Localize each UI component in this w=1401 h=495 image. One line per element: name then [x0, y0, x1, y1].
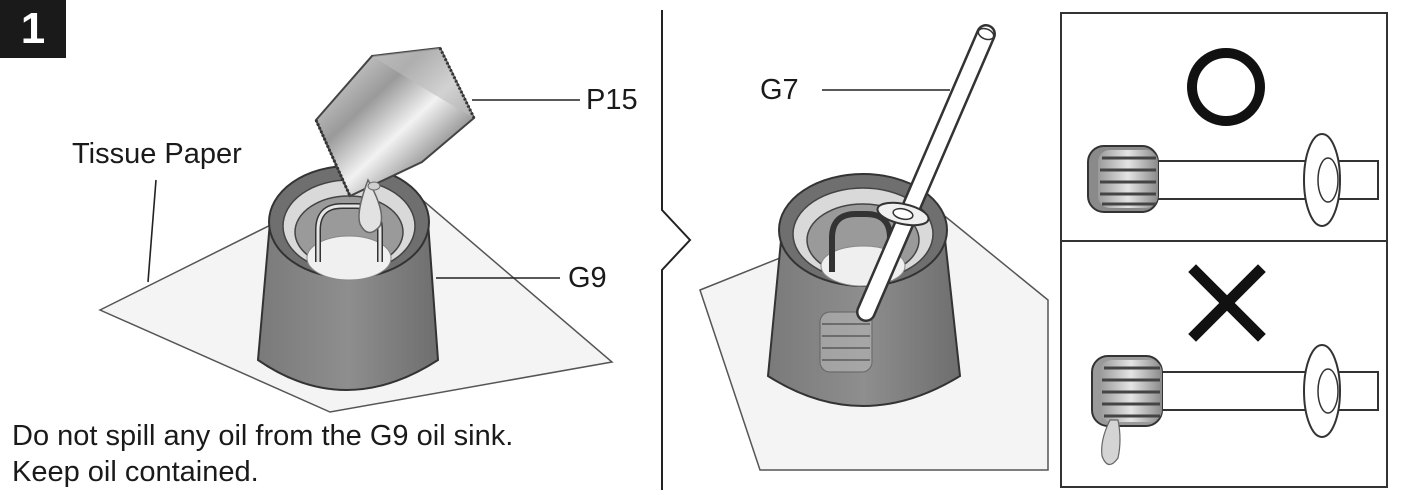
- cross-icon: ✕: [1186, 262, 1268, 344]
- label-p15: P15: [586, 84, 638, 117]
- label-g7: G7: [760, 74, 799, 107]
- caption-line-2: Keep oil contained.: [12, 454, 672, 490]
- check-circle-icon: O: [1181, 42, 1271, 132]
- oil-sink-icon-middle: [768, 174, 960, 406]
- caption-line-1: Do not spill any oil from the G9 oil sin…: [12, 418, 672, 454]
- label-tissue-paper: Tissue Paper: [72, 138, 242, 171]
- correct-mark-text: O: [1226, 86, 1227, 88]
- label-g9: G9: [568, 262, 607, 295]
- step-number-badge: 1: [0, 0, 66, 58]
- oil-pouch-icon: [316, 48, 474, 196]
- instruction-caption: Do not spill any oil from the G9 oil sin…: [12, 418, 672, 490]
- oil-sink-icon: [258, 166, 438, 390]
